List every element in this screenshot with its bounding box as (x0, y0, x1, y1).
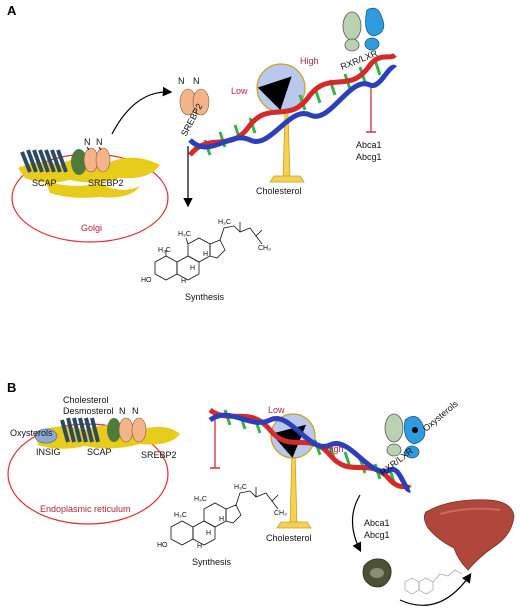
mol-methyl: CH₃ (274, 510, 287, 517)
macrophage-nucleus (370, 568, 384, 578)
liver-highlight (439, 507, 501, 515)
dna-strand-blue (188, 64, 397, 150)
srebp2-membrane-protein: N N (83, 137, 111, 173)
er-label: Endoplasmic reticulum (40, 504, 131, 514)
efflux-arrow (351, 494, 362, 553)
cholesterol-structure (170, 487, 279, 546)
rxr-receptor (384, 413, 404, 443)
mol-hydroxyl: HO (141, 277, 152, 284)
seesaw-base (269, 175, 305, 183)
scap-domain (107, 418, 121, 442)
dna-strand-blue (208, 412, 411, 493)
n-terminus-label: N (96, 137, 103, 147)
cholesterol-in-transit (404, 569, 463, 595)
abca1-label: Abca1 (364, 518, 390, 528)
mol-methyl: H₃C (234, 484, 247, 491)
rxr-receptor (342, 11, 362, 41)
golgi-label: Golgi (81, 223, 102, 233)
lxr-dbd (364, 37, 380, 51)
translocation-arrow (111, 86, 173, 135)
scap-label: SCAP (32, 178, 57, 188)
rxr-lxr-dimer: Oxysterols RXR/LXR (378, 398, 460, 477)
srebp2-membrane-label: SREBP2 (88, 178, 124, 188)
insig-protein (34, 428, 58, 444)
cholesterol-seesaw: Cholesterol (256, 63, 306, 196)
dna-helix (188, 52, 397, 157)
abcg1-label: Abcg1 (356, 152, 382, 162)
cholesterol-label: Cholesterol (256, 186, 302, 196)
mol-hydrogen: H (190, 265, 195, 272)
rxr-dbd (344, 38, 360, 52)
mol-methyl: H₃C (218, 219, 231, 226)
oxysterols-left-label: Oxysterols (10, 428, 53, 438)
er-compartment: N N Cholesterol Desmosterol Oxysterols I… (7, 395, 180, 525)
liver-organ (424, 499, 515, 571)
abca1-label: Abca1 (356, 140, 382, 150)
insig-label: INSIG (36, 447, 61, 457)
synthesis-label: Synthesis (192, 557, 232, 567)
cholesterol-label: Cholesterol (266, 533, 312, 543)
low-label: Low (268, 405, 285, 415)
mol-methyl: H₃C (174, 512, 187, 519)
cholesterol-structure (154, 222, 263, 281)
high-label: High (325, 444, 344, 454)
synthesis-label: Synthesis (185, 292, 225, 302)
scap-label: SCAP (87, 447, 112, 457)
panel-b: B N N Cholesterol Desmosterol Oxysterols… (7, 380, 515, 606)
mol-hydroxyl: HO (157, 542, 168, 549)
srebp2-lobe-2 (131, 417, 147, 443)
seesaw-base (276, 521, 312, 529)
seesaw-post (289, 449, 298, 527)
oxysterol-ligand (412, 427, 418, 433)
panel-b-letter: B (7, 380, 16, 395)
golgi-membrane-lower (45, 180, 140, 198)
oxysterols-right-label: Oxysterols (421, 398, 460, 433)
sensor-direction-arrow (257, 76, 292, 111)
srebp2-lobe-2 (95, 147, 111, 173)
cholesterol-seesaw: Cholesterol (266, 413, 316, 543)
n-terminus-label: N (132, 406, 139, 416)
scap-domain (71, 149, 87, 175)
mol-methyl: H₃C (178, 231, 191, 238)
scap-protein (20, 149, 87, 175)
srebp2-released: N N SREBP2 (178, 76, 210, 138)
scap-helices (60, 417, 100, 443)
srebp2-free-lobe-2 (192, 88, 210, 116)
golgi-compartment: N N SCAP SREBP2 Golgi (11, 137, 169, 243)
srebp2-lobe-1 (118, 417, 134, 443)
mol-methyl: H₃C (158, 247, 171, 254)
n-terminus-label: N (84, 137, 91, 147)
mol-hydrogen: H (197, 543, 202, 550)
mol-hydrogen: H (181, 278, 186, 285)
cholesterol-top-label: Cholesterol (63, 395, 109, 405)
panel-a: A N N SCAP SREBP2 Golgi (7, 3, 397, 302)
liver-transport-arrow (399, 573, 472, 606)
rxr-dbd (386, 443, 402, 457)
low-label: Low (231, 86, 248, 96)
n-terminus-label: N (178, 76, 185, 86)
scap-helices (20, 149, 68, 173)
mol-hydrogen: H (219, 516, 224, 523)
mol-methyl: CH₃ (258, 245, 271, 252)
abcg1-label: Abcg1 (364, 530, 390, 540)
mol-hydrogen: H (206, 530, 211, 537)
srebp2-label: SREBP2 (141, 450, 177, 460)
macrophage-cell (362, 558, 392, 588)
dna-strand-red (208, 407, 412, 491)
lxr-receptor (365, 7, 385, 37)
mol-methyl: H₃C (194, 496, 207, 503)
lxr-dbd (404, 445, 420, 459)
n-terminus-ticks (86, 146, 102, 151)
high-label: High (300, 56, 319, 66)
panel-a-letter: A (7, 3, 17, 18)
mol-hydrogen: H (203, 251, 208, 258)
dna-helix (208, 407, 412, 493)
liver-shape (424, 499, 515, 571)
n-terminus-label: N (119, 406, 126, 416)
n-terminus-label: N (193, 76, 200, 86)
desmosterol-label: Desmosterol (63, 406, 114, 416)
